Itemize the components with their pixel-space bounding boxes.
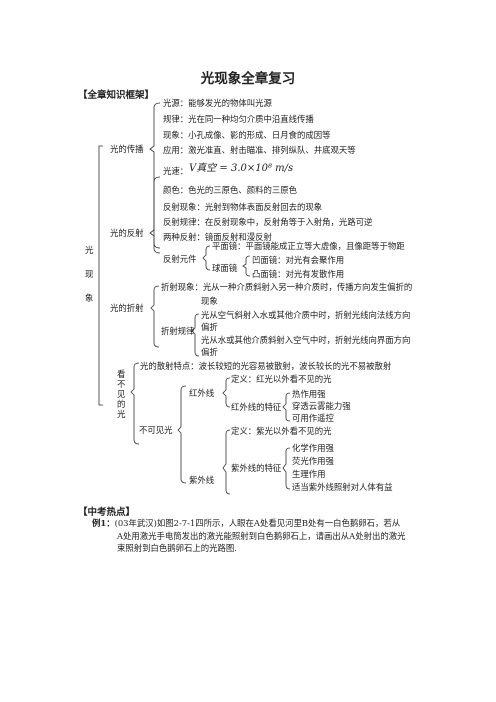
ultraviolet-feature-2: 荧光作用强 <box>292 456 334 466</box>
ultraviolet-feature-3: 生理作用 <box>292 469 326 479</box>
refraction-rule2-line1: 光从水或其他介质斜射入空气中时，折射光线向界面方向 <box>201 335 411 345</box>
infrared-label: 红外线 <box>189 388 215 398</box>
vis-label-char-4: 的 <box>117 399 126 409</box>
root-label-char-1: 光 <box>85 245 94 255</box>
refraction-phenomenon-1: 折射现象：光从一种介质斜射入另一种介质时，传播方向发生偏折的 <box>161 282 413 292</box>
propagation-label: 光的传播 <box>110 144 144 154</box>
example-label: 例1： <box>92 518 115 528</box>
vis-label-char-1: 看 <box>117 369 126 379</box>
example-line-3: 束照射到白色鹅卵石上的光路图. <box>117 543 237 553</box>
infrared-definition: 定义：红光以外看不见的光 <box>231 374 332 384</box>
hotspot-heading: 【中考热点】 <box>78 507 136 518</box>
root-label-char-2: 现 <box>85 269 94 279</box>
reflection-types: 两种反射：镜面反射和漫反射 <box>163 232 272 242</box>
refraction-rule1-line2: 偏折 <box>201 322 218 332</box>
convex-mirror-text: 凸面镜：对光有发散作用 <box>252 269 345 279</box>
refraction-phenomenon-2: 现象 <box>201 296 218 306</box>
vis-label-char-3: 见 <box>117 389 126 399</box>
vis-label-char-2: 不 <box>117 379 126 389</box>
ultraviolet-label: 紫外线 <box>189 475 215 485</box>
ultraviolet-feature-1: 化学作用强 <box>292 443 334 453</box>
ultraviolet-definition: 定义：紫光以外看不见的光 <box>231 426 332 436</box>
scattering-text: 光的散射特点：波长较短的光容易被散射，波长较长的光不易被散射 <box>140 361 392 371</box>
propagation-law: 规律：光在同一种均匀介质中沿直线传播 <box>163 114 314 124</box>
plane-mirror-text: 平面镜：平面镜能成正立等大虚像，且像距等于物距 <box>212 241 405 251</box>
spherical-mirror-label: 球面镜 <box>212 263 238 273</box>
ultraviolet-feature-4: 适当紫外线照射对人体有益 <box>292 482 393 492</box>
propagation-speed-formula: V真空 = 3.0×10⁸ m/s <box>189 163 294 174</box>
refraction-rule1-line1: 光从空气斜射入水或其他介质中时，折射光线向法线方向 <box>201 310 411 320</box>
example-line-1: (03年武汉)如图2-7-1四所示，人眼在A处看见河里B处有一白色鹅卵石，若从 <box>114 518 401 528</box>
propagation-source: 光源：能够发光的物体叫光源 <box>163 98 272 108</box>
reflection-law: 反射规律：在反射现象中，反射角等于入射角，光路可逆 <box>163 217 373 227</box>
reflection-elements-label: 反射元件 <box>163 254 197 264</box>
ultraviolet-features-label: 紫外线的特征 <box>231 463 282 473</box>
refraction-label: 光的折射 <box>110 303 144 313</box>
infrared-feature-2: 穿透云雾能力强 <box>292 401 351 411</box>
invisible-light-label: 不可见光 <box>139 425 173 435</box>
example-1: 例1：(03年武汉)如图2-7-1四所示，人眼在A处看见河里B处有一白色鹅卵石，… <box>92 517 422 555</box>
infrared-features-label: 红外线的特征 <box>231 402 282 412</box>
propagation-phenomena: 现象：小孔成像、影的形成、日月食的成因等 <box>163 130 331 140</box>
root-label-char-3: 象 <box>85 293 94 303</box>
propagation-speed-prefix: 光速： <box>163 166 189 176</box>
reflection-phenomenon: 反射现象：光射到物体表面反射回去的现象 <box>163 202 323 212</box>
reflection-label: 光的反射 <box>110 228 144 238</box>
infrared-feature-1: 热作用强 <box>292 389 326 399</box>
refraction-law-label: 折射规律 <box>161 326 195 336</box>
infrared-feature-3: 可用作遥控 <box>292 413 334 423</box>
concave-mirror-text: 凹面镜：对光有会聚作用 <box>252 255 345 265</box>
refraction-rule2-line2: 偏折 <box>201 347 218 357</box>
vis-label-char-5: 光 <box>117 409 126 419</box>
framework-heading: 【全章知识框架】 <box>78 90 155 101</box>
page-title: 光现象全章复习 <box>200 71 296 87</box>
example-line-2: A处用激光手电筒发出的激光能照射到白色鹅卵石上，请画出从A处射出的激光 <box>117 530 406 541</box>
propagation-application: 应用：激光准直、射击瞄准、排列纵队、井底观天等 <box>163 145 356 155</box>
propagation-color: 颜色：色光的三原色、颜料的三原色 <box>163 185 297 195</box>
